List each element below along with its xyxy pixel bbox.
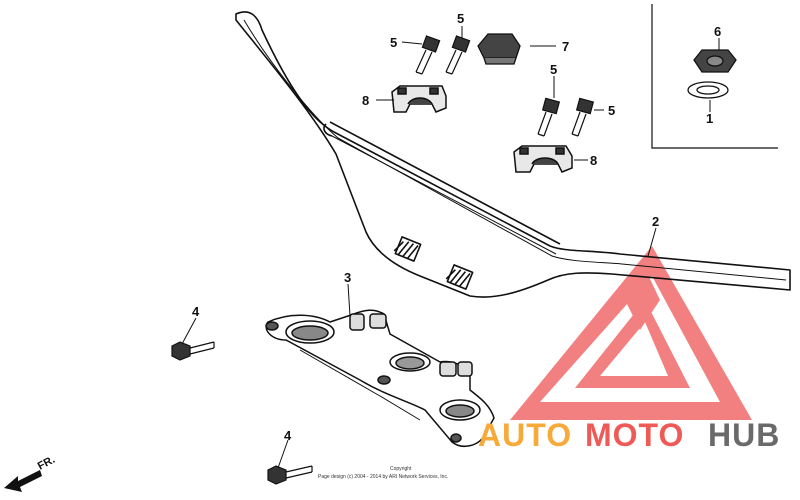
upper-holder-left [391, 85, 447, 113]
watermark-logo [510, 246, 752, 420]
bolt-5b [445, 35, 471, 75]
leader-lines [181, 26, 720, 469]
watermark-moto: MOTO [585, 417, 684, 453]
callout-4-upper: 4 [192, 304, 200, 319]
callout-6: 6 [714, 24, 721, 39]
handlebar [235, 11, 791, 298]
callout-2: 2 [652, 214, 659, 229]
watermark-wordmark: AUTO MOTO HUB [478, 417, 780, 453]
front-arrow-icon: FR. [4, 454, 57, 492]
nut-6 [693, 49, 737, 73]
handlebar-cap-7 [477, 33, 521, 65]
callout-5b: 5 [457, 11, 464, 26]
knurl-zone-right [445, 264, 474, 290]
bolt-5a [415, 35, 441, 75]
watermark-chevron [620, 262, 660, 330]
callout-8b: 8 [590, 153, 597, 168]
callout-5d: 5 [608, 103, 615, 118]
callout-4-lower: 4 [284, 428, 292, 443]
callout-5a: 5 [390, 35, 397, 50]
washer-1 [687, 81, 729, 99]
callout-5c: 5 [550, 62, 557, 77]
callout-7: 7 [562, 39, 569, 54]
lower-holder-bracket [265, 309, 495, 448]
bolt-5c [537, 97, 561, 137]
watermark-hub: HUB [708, 417, 780, 453]
bolt-5d [571, 97, 595, 137]
callout-3: 3 [344, 270, 351, 285]
copyright-line-2: Page design (c) 2004 - 2014 by ARI Netwo… [318, 474, 448, 480]
watermark-triangle-inner [575, 300, 690, 388]
upper-holder-right [513, 145, 573, 173]
bolt-4-upper [171, 341, 215, 361]
watermark-auto: AUTO [478, 417, 572, 453]
callout-1: 1 [706, 111, 713, 126]
knurl-zone-left [393, 236, 422, 262]
inset-box [651, 4, 778, 149]
copyright-line-1: Copyright [390, 466, 412, 472]
bolt-4-lower [267, 465, 313, 485]
front-marker-label: FR. [36, 454, 57, 473]
callout-8a: 8 [362, 93, 369, 108]
